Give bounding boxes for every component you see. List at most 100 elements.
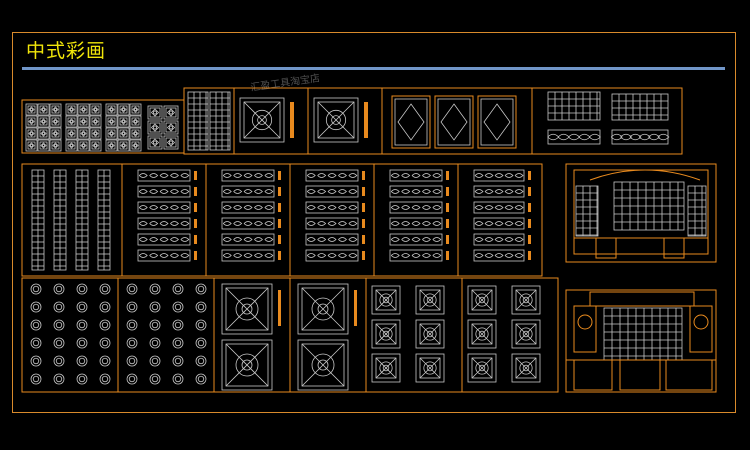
- lattice-panel: [187, 91, 209, 151]
- pattern-motif: [68, 106, 75, 113]
- pattern-tile-inner: [131, 117, 140, 126]
- roundel: [69, 107, 74, 112]
- door-panel-inner: [437, 98, 471, 146]
- pattern-motif: [108, 130, 115, 137]
- border-band: [611, 129, 669, 145]
- pattern-tile-inner: [107, 141, 116, 150]
- border-band: [221, 201, 275, 214]
- roundel: [195, 355, 207, 367]
- furniture-piece: [573, 359, 613, 391]
- pattern-tile-inner: [165, 137, 177, 148]
- roundel: [101, 375, 109, 383]
- stroke: [301, 343, 345, 387]
- facade-side: [689, 305, 713, 353]
- roundel: [522, 296, 530, 304]
- door-motif: [397, 103, 425, 141]
- facade-cornice: [589, 291, 695, 307]
- band-scroll: [422, 173, 431, 178]
- roundel: [197, 285, 205, 293]
- roundel: [153, 110, 157, 115]
- border-band: [305, 169, 359, 182]
- roundel: [30, 373, 42, 385]
- band-scroll: [474, 221, 484, 226]
- pattern-tile-inner: [131, 105, 140, 114]
- roundel: [76, 319, 88, 331]
- square-panel: [239, 97, 285, 143]
- roundel: [93, 143, 98, 148]
- pattern-tile: [105, 103, 118, 116]
- band-scroll: [390, 221, 400, 226]
- pattern-motif: [80, 130, 87, 137]
- roundel: [55, 303, 63, 311]
- band-scroll: [401, 189, 411, 194]
- band-scroll: [264, 173, 274, 178]
- roundel: [172, 319, 184, 331]
- roundel: [151, 321, 159, 329]
- band-scroll: [390, 253, 400, 258]
- pattern-tile: [65, 127, 78, 140]
- band-scroll: [390, 189, 400, 194]
- roundel: [149, 355, 161, 367]
- pattern-tile: [65, 103, 78, 116]
- band-scroll: [264, 189, 274, 194]
- pattern-tile: [129, 127, 142, 140]
- roundel: [174, 303, 182, 311]
- band-scroll: [243, 189, 253, 194]
- band-scroll: [149, 205, 159, 210]
- band-scroll: [170, 221, 179, 226]
- pattern-tile-inner: [67, 129, 76, 138]
- roundel: [522, 364, 530, 372]
- band-scroll: [338, 253, 347, 258]
- band-scroll: [159, 205, 169, 210]
- roundel: [197, 321, 205, 329]
- pattern-motif: [92, 130, 99, 137]
- roundel: [93, 107, 98, 112]
- pattern-motif: [92, 106, 99, 113]
- band-scroll: [422, 253, 431, 258]
- stroke: [471, 357, 493, 379]
- roundel: [195, 337, 207, 349]
- pattern-tile-inner: [79, 129, 88, 138]
- pattern-motif: [40, 142, 47, 149]
- door-panel-inner: [480, 98, 514, 146]
- accent-bar: [354, 290, 357, 326]
- band-scroll: [411, 189, 421, 194]
- pattern-tile: [37, 127, 50, 140]
- square-panel: [415, 319, 445, 349]
- pattern-tile-inner: [51, 117, 60, 126]
- pattern-tile-inner: [51, 129, 60, 138]
- band-scroll: [401, 221, 411, 226]
- pattern-tile: [147, 120, 163, 135]
- pattern-motif: [52, 142, 59, 149]
- roundel: [55, 375, 63, 383]
- pattern-tile-inner: [119, 129, 128, 138]
- roundel: [69, 119, 74, 124]
- roundel: [325, 109, 347, 131]
- band-scroll: [390, 173, 400, 178]
- pattern-tile-inner: [149, 122, 161, 133]
- border-band: [137, 185, 191, 198]
- band-scroll: [547, 133, 560, 141]
- square-panel: [467, 285, 497, 315]
- roundel: [126, 337, 138, 349]
- roundel: [78, 303, 86, 311]
- roundel: [151, 375, 159, 383]
- roundel: [197, 303, 205, 311]
- accent-bar: [194, 171, 197, 180]
- stroke: [515, 323, 537, 345]
- pattern-tile-inner: [39, 105, 48, 114]
- band-scroll: [514, 173, 524, 178]
- border-band: [473, 233, 525, 246]
- band-scroll: [411, 237, 421, 242]
- pattern-tile-inner: [149, 137, 161, 148]
- band-scroll: [254, 205, 263, 210]
- roundel: [126, 355, 138, 367]
- roundel: [41, 143, 46, 148]
- band-scroll: [422, 221, 431, 226]
- roundel: [101, 339, 109, 347]
- roundel: [53, 283, 65, 295]
- band-scroll: [159, 221, 169, 226]
- square-panel: [415, 285, 445, 315]
- roundel: [53, 119, 58, 124]
- roundel: [78, 375, 86, 383]
